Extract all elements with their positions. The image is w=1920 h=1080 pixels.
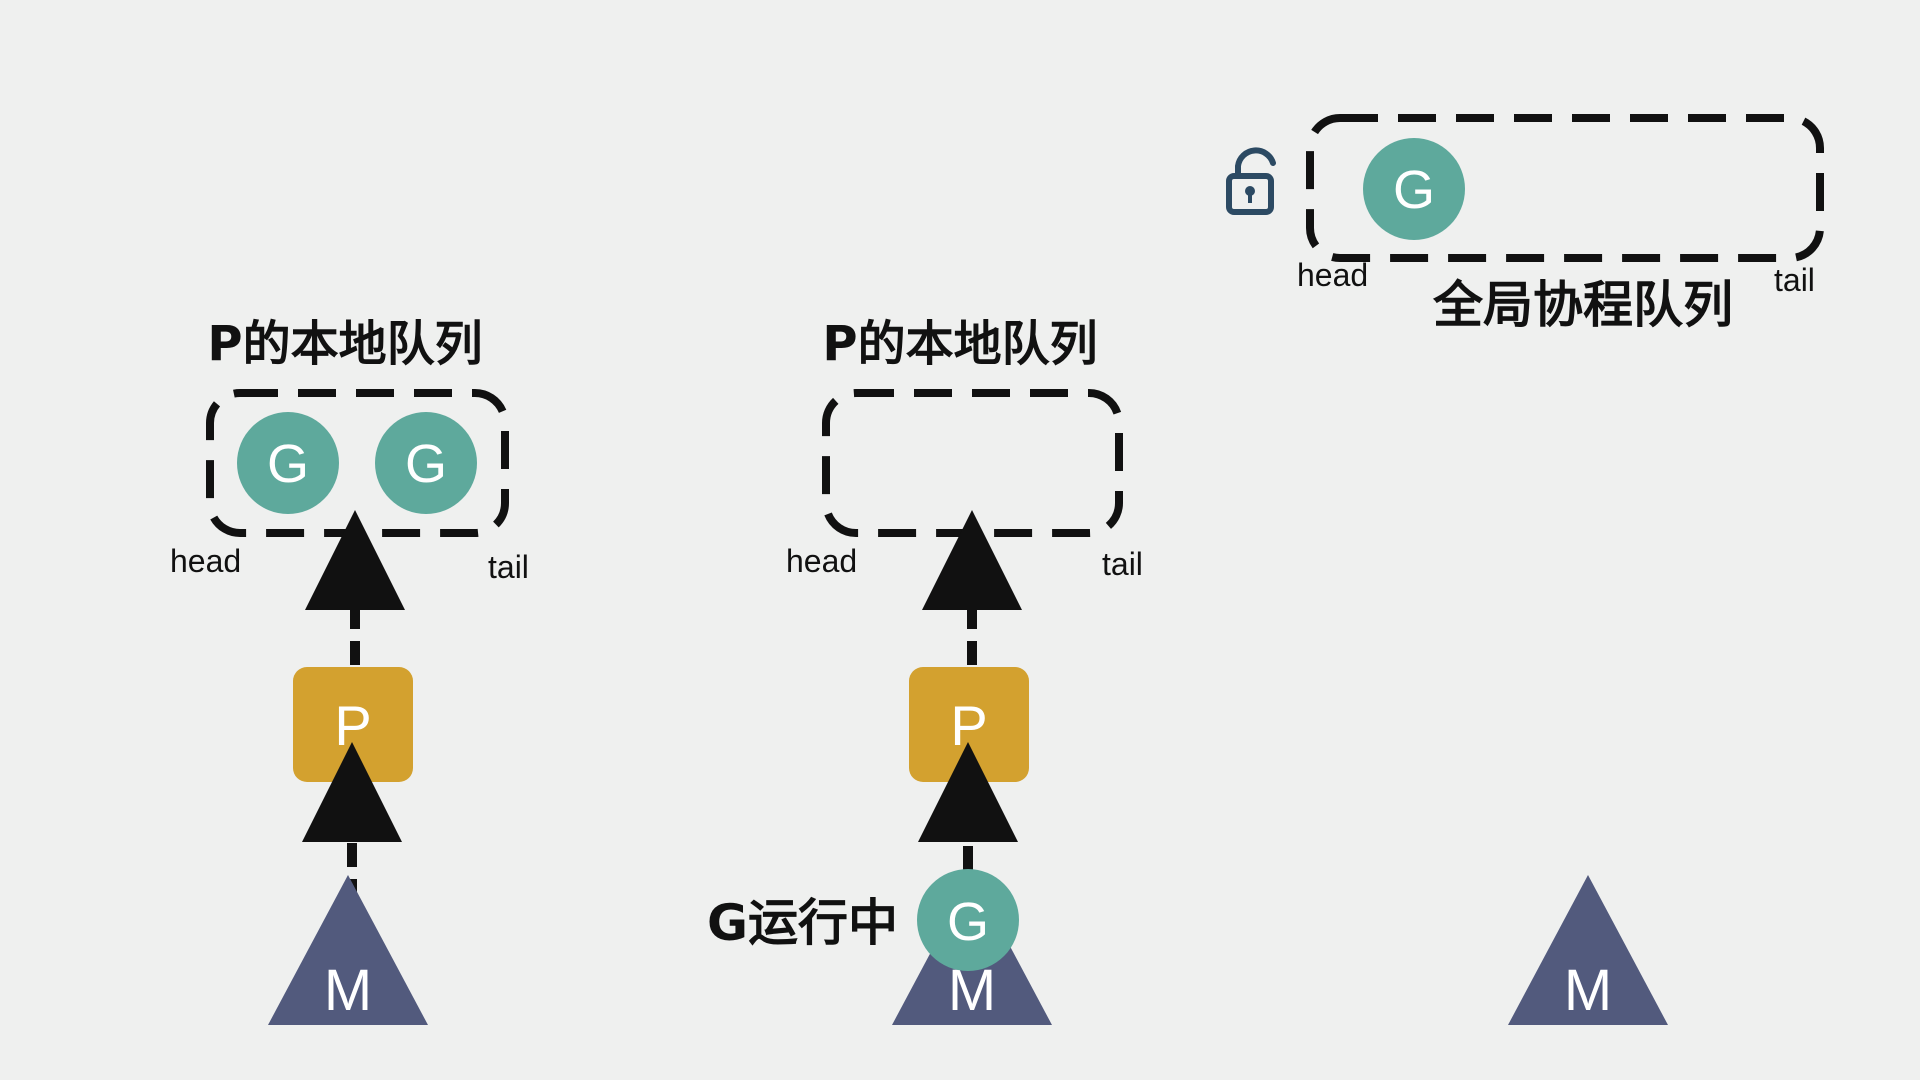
global-queue: G head tail 全局协程队列 (1226, 114, 1824, 334)
running-label: G运行中 (707, 894, 898, 952)
goroutine-circle: G (1363, 138, 1465, 240)
goroutine-label: G (947, 892, 989, 952)
panel-2: P的本地队列 head tail P M G G运行中 (707, 316, 1143, 1025)
processor-box: P (293, 667, 413, 782)
unlocked-padlock-icon (1226, 147, 1276, 215)
goroutine-label: G (1393, 160, 1435, 220)
global-queue-title: 全局协程队列 (1432, 276, 1733, 334)
panel-3: M (1508, 875, 1668, 1025)
goroutine-label: G (267, 434, 309, 494)
global-queue-box (1306, 114, 1824, 262)
machine-label: M (324, 958, 372, 1023)
panel-1: P的本地队列 G G head tail P M (170, 316, 529, 1025)
processor-label: P (950, 694, 987, 757)
tail-label: tail (488, 549, 529, 585)
head-label: head (786, 543, 857, 579)
running-goroutine-circle: G (917, 869, 1019, 971)
goroutine-circle: G (237, 412, 339, 514)
machine-triangle: M (1508, 875, 1668, 1025)
machine-label: M (1564, 958, 1612, 1023)
tail-label: tail (1774, 262, 1815, 298)
goroutine-circle: G (375, 412, 477, 514)
local-queue-title: P的本地队列 (207, 316, 482, 372)
goroutine-label: G (405, 434, 447, 494)
head-label: head (170, 543, 241, 579)
local-queue-title: P的本地队列 (822, 316, 1097, 372)
processor-label: P (334, 694, 371, 757)
head-label: head (1297, 257, 1368, 293)
local-queue-box-empty (822, 389, 1123, 537)
machine-triangle: M (268, 875, 428, 1025)
tail-label: tail (1102, 546, 1143, 582)
processor-box: P (909, 667, 1029, 782)
